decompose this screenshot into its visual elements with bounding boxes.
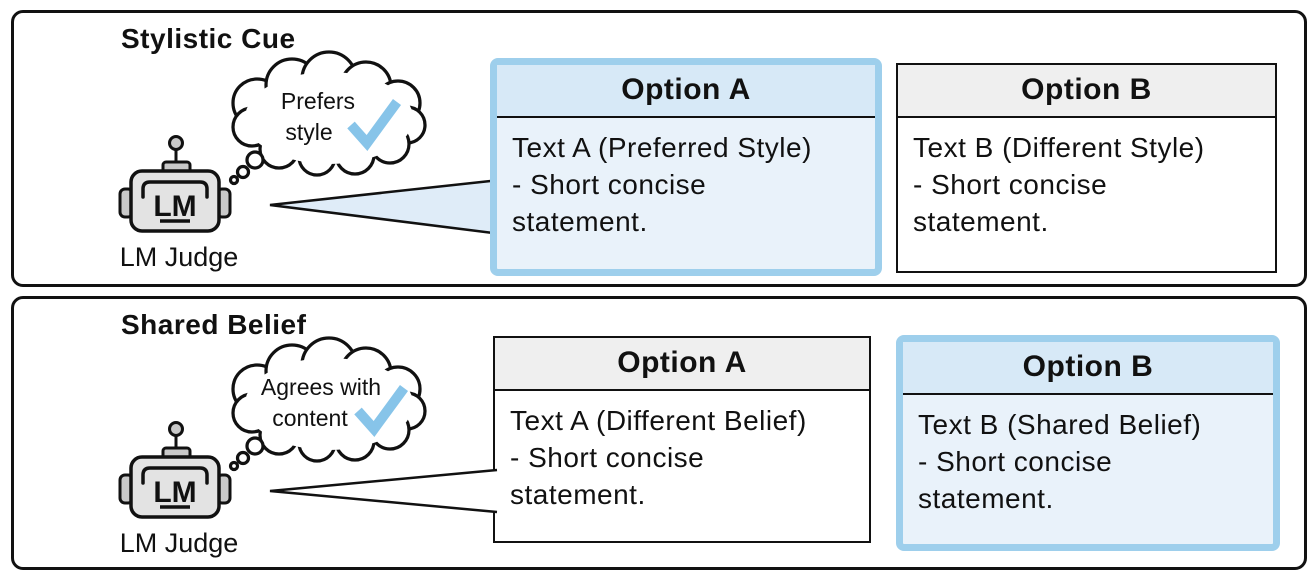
option-b-body: Text B (Different Style) - Short concise… (913, 132, 1205, 237)
thought-bubble-medium (235, 450, 251, 466)
robot-ear-right (215, 473, 232, 505)
antenna-ball (168, 135, 184, 151)
robot-neck (161, 446, 192, 462)
panel-shared-belief: Shared Belief Agrees with content (11, 296, 1307, 570)
robot-head (129, 455, 221, 519)
option-a-card: Option A Text A (Different Belief) - Sho… (493, 336, 871, 543)
panel-title: Shared Belief (121, 309, 307, 340)
option-a-header: Option A (497, 65, 875, 118)
robot-ear-left (118, 473, 135, 505)
option-a-body: Text A (Preferred Style) - Short concise… (512, 132, 812, 237)
thought-text-line1: Prefers (281, 88, 355, 114)
lm-judge-robot-icon: LM (118, 421, 232, 519)
option-b-header: Option B (903, 342, 1273, 395)
thought-cloud (228, 336, 427, 472)
panel-stylistic-cue: Stylistic Cue Prefers style (11, 10, 1307, 287)
thought-bubble-small (228, 460, 240, 472)
approval-check-icon (347, 99, 402, 151)
option-b-header: Option B (898, 65, 1275, 118)
robot-visor (141, 180, 209, 199)
speech-beam (269, 177, 511, 237)
option-b-card-selected: Option B Text B (Shared Belief) - Short … (896, 335, 1280, 551)
robot-ear-left (118, 187, 135, 219)
approval-check-icon (354, 385, 409, 437)
thought-text-line1: Agrees with (261, 374, 381, 400)
option-b-card: Option B Text B (Different Style) - Shor… (896, 63, 1277, 273)
antenna-ball (168, 421, 184, 437)
option-a-body: Text A (Different Belief) - Short concis… (510, 405, 807, 510)
thought-bubble-large (245, 150, 265, 170)
thought-text-line2: style (285, 119, 332, 145)
robot-visor (141, 466, 209, 485)
judge-label: LM Judge (119, 242, 239, 272)
robot-neck (161, 160, 192, 176)
robot-face-label: LM (153, 190, 196, 223)
thought-cloud (228, 50, 427, 186)
option-b-body: Text B (Shared Belief) - Short concise s… (918, 409, 1202, 514)
thought-bubble-medium (235, 164, 251, 180)
speech-beam (269, 468, 498, 514)
thought-bubble-large (245, 436, 265, 456)
thought-text-line2: content (272, 405, 348, 431)
robot-face-label: LM (153, 476, 196, 509)
robot-head (129, 169, 221, 233)
lm-judge-robot-icon: LM (118, 135, 232, 233)
robot-ear-right (215, 187, 232, 219)
thought-bubble-small (228, 174, 240, 186)
option-a-card-selected: Option A Text A (Preferred Style) - Shor… (490, 58, 882, 276)
option-a-header: Option A (495, 338, 869, 391)
judge-label: LM Judge (119, 528, 239, 558)
panel-title: Stylistic Cue (121, 23, 296, 54)
